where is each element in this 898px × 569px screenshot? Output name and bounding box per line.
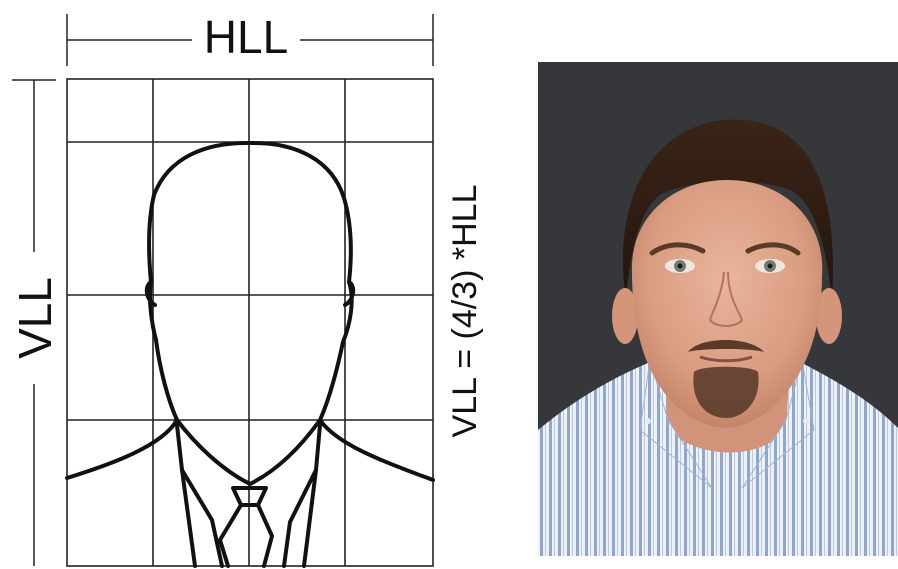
collar-button	[645, 418, 651, 424]
portrait-photo	[538, 62, 898, 556]
right-eye	[755, 259, 785, 273]
right-shoulder	[320, 420, 433, 480]
left-eye	[665, 259, 695, 273]
formula-label: VLL = (4/3) *HLL	[446, 185, 484, 438]
left-shoulder	[67, 420, 177, 478]
tie	[220, 505, 272, 566]
measurement-diagram: HLL VLL	[9, 11, 484, 566]
grid-border	[67, 79, 433, 566]
vll-label: VLL	[9, 277, 61, 359]
proportion-grid	[67, 79, 433, 566]
hll-label: HLL	[204, 11, 288, 63]
right-collar	[304, 425, 320, 566]
head-silhouette	[67, 143, 433, 566]
vll-dimension: VLL	[9, 80, 61, 566]
hll-dimension: HLL	[67, 11, 433, 66]
left-collar	[177, 425, 195, 566]
collar-button	[803, 418, 809, 424]
